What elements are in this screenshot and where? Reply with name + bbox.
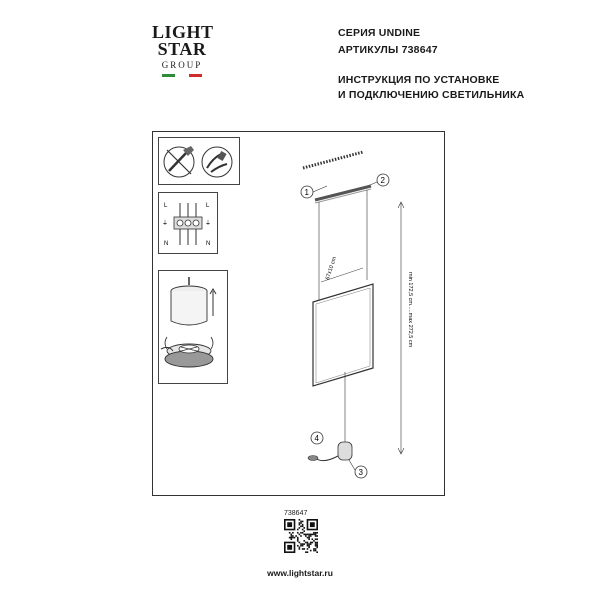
canopy-panel xyxy=(158,270,228,384)
flag-stripe-red xyxy=(188,74,202,77)
ceiling-hatch xyxy=(302,150,364,170)
callout-2: 2 xyxy=(362,173,390,189)
series-title: СЕРИЯ UNDINE xyxy=(338,27,421,39)
callout-3: 3 xyxy=(348,459,368,479)
italian-flag-icon xyxy=(162,74,202,77)
tools-illustration xyxy=(163,146,233,178)
height-dimension: min 172,5 cm.....max 272,5 cm xyxy=(397,201,413,455)
mounting-base-icon xyxy=(164,343,214,368)
wire-label-left-n: N xyxy=(164,241,168,247)
wire-label-right-n: N xyxy=(206,241,210,247)
height-range-label: min 172,5 cm.....max 272,5 cm xyxy=(407,272,413,348)
dimension-67x10: 67x10 cm xyxy=(320,256,364,283)
logo-word-group: GROUP xyxy=(161,60,203,70)
callout-4: 4 xyxy=(310,431,324,445)
svg-text:3: 3 xyxy=(359,468,364,477)
wire-label-left-l: L xyxy=(164,203,168,209)
article-number: АРТИКУЛЫ 738647 xyxy=(338,44,438,56)
wire-label-right-l: L xyxy=(206,203,210,209)
plug-cable-icon xyxy=(307,455,339,462)
logo-word-light: LIGHT xyxy=(152,22,214,42)
wire-label-right-ground: ⏚ xyxy=(205,220,211,227)
wiring-panel: L ⏚ N L ⏚ N xyxy=(158,192,218,254)
instruction-title-line1: ИНСТРУКЦИЯ ПО УСТАНОВКЕ xyxy=(338,74,500,86)
svg-text:2: 2 xyxy=(381,176,386,185)
terminal-block-icon: L ⏚ N L ⏚ N xyxy=(162,203,211,247)
canopy-cup-icon xyxy=(170,277,208,326)
lamp-panel-icon xyxy=(312,283,374,387)
flag-stripe-white xyxy=(175,74,189,77)
ceiling-bar-icon xyxy=(314,184,372,204)
wire-label-left-ground: ⏚ xyxy=(162,220,168,227)
flag-stripe-green xyxy=(162,74,176,77)
pendant-assembly-diagram: 1 2 67x10 cm xyxy=(300,150,413,479)
logo-word-star: STAR xyxy=(157,39,207,59)
driver-box-icon xyxy=(337,441,353,461)
tools-panel xyxy=(158,137,240,185)
product-code: 738647 xyxy=(284,510,308,517)
svg-text:1: 1 xyxy=(305,188,310,197)
website-url: www.lightstar.ru xyxy=(267,568,333,578)
wire-cutter-icon xyxy=(201,146,233,178)
qr-code-icon xyxy=(284,519,318,553)
brand-logo: LIGHT STAR GROUP xyxy=(152,22,214,96)
svg-text:4: 4 xyxy=(315,434,320,443)
instruction-title-line2: И ПОДКЛЮЧЕНИЮ СВЕТИЛЬНИКА xyxy=(338,89,525,101)
instruction-diagram-frame: L ⏚ N L ⏚ N xyxy=(152,131,445,496)
canopy-mounting-illustration xyxy=(160,277,217,368)
callout-1: 1 xyxy=(300,185,328,199)
tester-screwdriver-icon xyxy=(163,146,195,178)
